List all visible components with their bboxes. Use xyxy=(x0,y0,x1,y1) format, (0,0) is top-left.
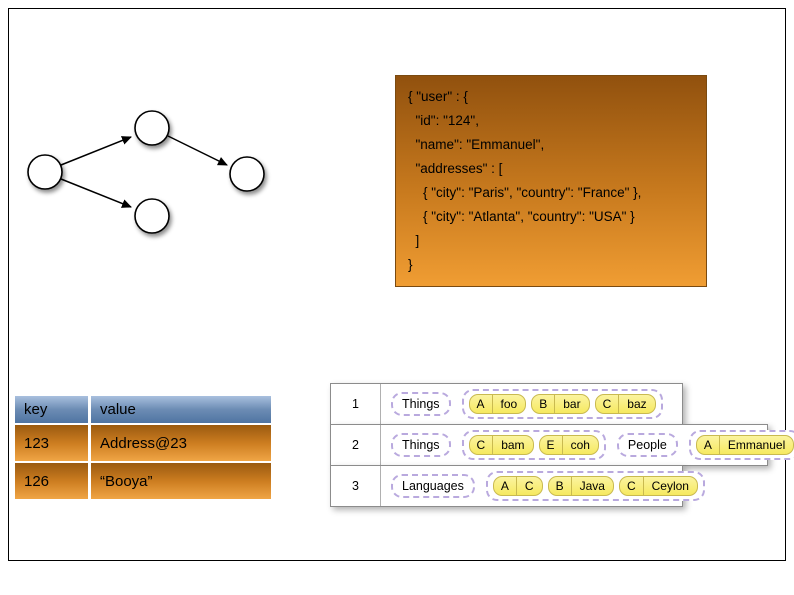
cell-value: bar xyxy=(563,397,581,411)
kv-row: 123 Address@23 xyxy=(15,425,271,461)
graph-node xyxy=(229,156,265,192)
kv-key: 123 xyxy=(15,425,88,461)
graph-node xyxy=(134,198,170,234)
row-content: Languages A C B Java C Ceylon xyxy=(381,466,715,506)
column-family-label: Things xyxy=(391,392,451,416)
wide-row: 3 Languages A C B Java C Ceylon xyxy=(330,465,705,507)
column-family-table: 1 Things A foo B bar C baz 2 Th xyxy=(330,383,794,507)
kv-header-value: value xyxy=(91,396,271,423)
slide-border xyxy=(8,8,786,561)
json-line: { "city": "Paris", "country": "France" }… xyxy=(408,185,642,200)
cell-group: A foo B bar C baz xyxy=(461,389,663,419)
cell-key: C xyxy=(470,436,494,454)
json-line: { "city": "Atlanta", "country": "USA" } xyxy=(408,209,635,224)
row-content: Things C bam E coh People A Emmanuel xyxy=(381,425,794,465)
cell: A Emmanuel xyxy=(695,435,794,455)
key-value-table: key value 123 Address@23 126 “Booya” xyxy=(15,396,271,499)
cell-value: Java xyxy=(579,479,605,493)
cell-value: Ceylon xyxy=(651,479,689,493)
row-number: 2 xyxy=(331,425,381,465)
graph-node xyxy=(134,110,170,146)
graph-edge xyxy=(60,178,132,208)
json-line: ] xyxy=(408,233,420,248)
cell: C baz xyxy=(594,394,656,414)
wide-row: 2 Things C bam E coh People A Emmanuel xyxy=(330,424,794,466)
cell-key: B xyxy=(549,477,572,495)
kv-header-row: key value xyxy=(15,396,271,423)
cell-value: baz xyxy=(627,397,647,411)
kv-key: 126 xyxy=(15,463,88,499)
cell-value: Emmanuel xyxy=(727,438,786,452)
cell: C bam xyxy=(468,435,534,455)
cell-value: C xyxy=(524,479,534,493)
cell: E coh xyxy=(538,435,599,455)
row-content: Things A foo B bar C baz xyxy=(381,384,682,424)
cell-key: A xyxy=(494,477,517,495)
graph-node xyxy=(27,154,63,190)
graph-diagram xyxy=(27,110,265,234)
kv-row: 126 “Booya” xyxy=(15,463,271,499)
json-line: } xyxy=(408,257,413,272)
cell-group: C bam E coh xyxy=(461,430,606,460)
cell: A foo xyxy=(468,394,527,414)
kv-value: Address@23 xyxy=(91,425,271,461)
cell: B bar xyxy=(531,394,590,414)
graph-edge xyxy=(60,136,132,166)
column-family-label: Languages xyxy=(391,474,475,498)
cell-key: A xyxy=(697,436,720,454)
cell-key: E xyxy=(540,436,563,454)
kv-header-key: key xyxy=(15,396,88,423)
json-document-box: { "user" : { "id": "124", "name": "Emman… xyxy=(395,75,707,287)
json-line: "name": "Emmanuel", xyxy=(408,137,545,152)
cell-value: foo xyxy=(500,397,518,411)
graph-edge xyxy=(167,135,228,166)
column-family-label: People xyxy=(616,433,678,457)
kv-value: “Booya” xyxy=(91,463,271,499)
cell-key: A xyxy=(470,395,493,413)
cell: A C xyxy=(492,476,543,496)
cell-value: coh xyxy=(570,438,590,452)
row-number: 1 xyxy=(331,384,381,424)
cell-group: A Emmanuel xyxy=(688,430,794,460)
json-line: "id": "124", xyxy=(408,113,479,128)
cell-key: B xyxy=(532,395,556,413)
cell-key: C xyxy=(596,395,620,413)
row-number: 3 xyxy=(331,466,381,506)
cell: B Java xyxy=(547,476,614,496)
json-line: "addresses" : [ xyxy=(408,161,503,176)
wide-row: 1 Things A foo B bar C baz xyxy=(330,383,683,425)
cell-group: A C B Java C Ceylon xyxy=(485,471,705,501)
cell-value: bam xyxy=(501,438,525,452)
cell: C Ceylon xyxy=(618,476,698,496)
cell-key: C xyxy=(620,477,644,495)
column-family-label: Things xyxy=(391,433,451,457)
json-line: { "user" : { xyxy=(408,89,468,104)
